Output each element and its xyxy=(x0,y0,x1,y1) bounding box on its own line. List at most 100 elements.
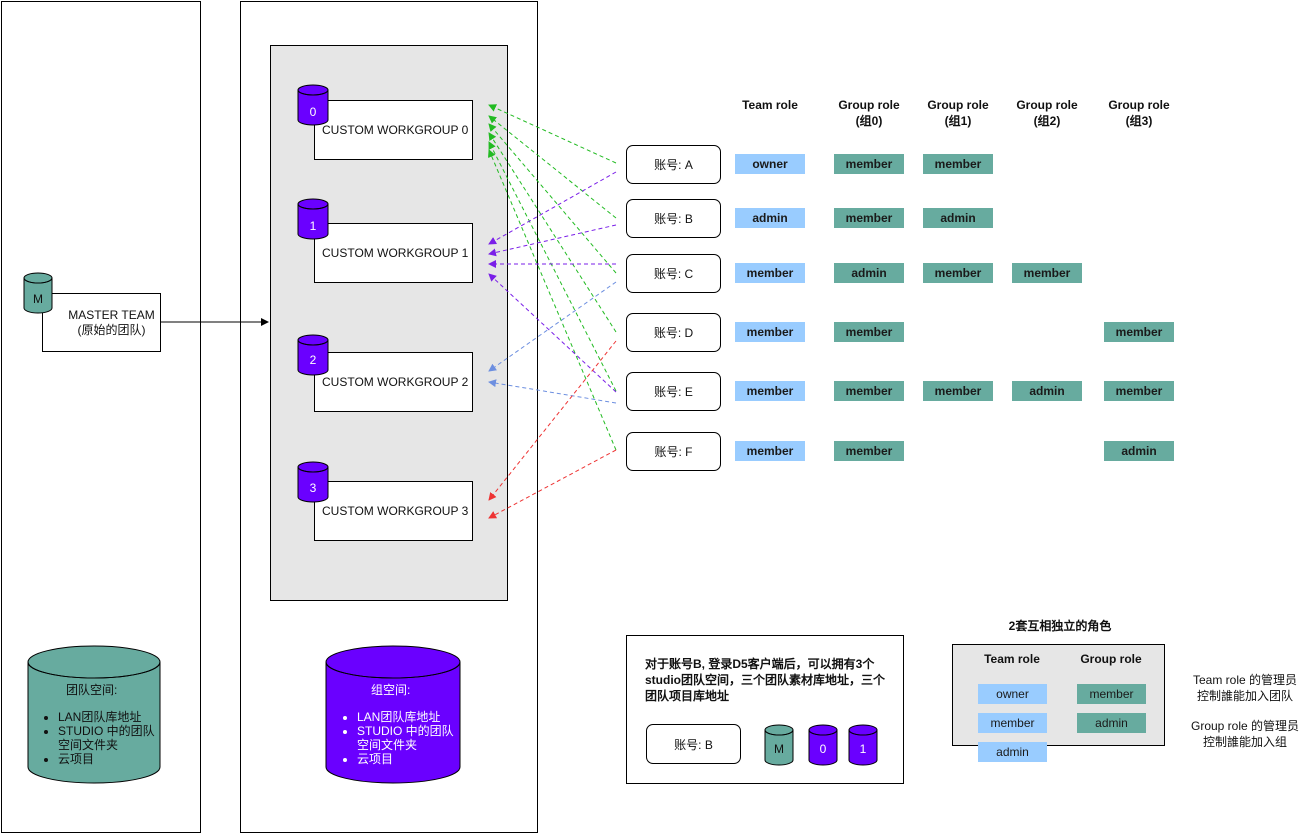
header-group-role-1: Group role (组1) xyxy=(918,97,998,129)
master-database-icon xyxy=(23,272,53,314)
account-d-box[interactable]: 账号: D xyxy=(626,313,721,352)
group-role-tag: member xyxy=(1104,322,1174,342)
header-line: (组1) xyxy=(944,114,972,128)
team-space-content: 团队空间: LAN团队库地址 STUDIO 中的团队空间文件夹 云项目 xyxy=(44,681,156,766)
team-space-cylinder xyxy=(27,645,161,784)
master-title: MASTER TEAM xyxy=(68,307,155,322)
example-group-0-icon xyxy=(808,724,838,766)
header-line: (组0) xyxy=(855,114,883,128)
group-space-cylinder xyxy=(325,645,461,784)
workgroup-0-number: 0 xyxy=(309,105,317,119)
team-space-item: LAN团队库地址 xyxy=(58,710,156,724)
group-role-tag: admin xyxy=(923,208,993,228)
header-line: Group role xyxy=(1016,98,1078,112)
workgroup-1-number: 1 xyxy=(309,219,317,233)
group-role-tag: admin xyxy=(834,263,904,283)
example-text: 对于账号B, 登录D5客户端后，可以拥有3个studio团队空间，三个团队素材库… xyxy=(645,657,885,703)
independent-team-header: Team role xyxy=(984,652,1040,666)
account-label: 账号: C xyxy=(653,267,694,281)
header-line: Team role xyxy=(742,98,798,112)
example-icon-label: 1 xyxy=(859,742,867,756)
team-space-item: STUDIO 中的团队空间文件夹 xyxy=(58,724,156,752)
workgroup-2-box[interactable]: CUSTOM WORKGROUP 2 xyxy=(314,352,473,412)
account-label: 账号: F xyxy=(654,445,693,459)
group-role-tag: member xyxy=(923,263,993,283)
workgroup-0-box[interactable]: CUSTOM WORKGROUP 0 xyxy=(314,100,473,160)
team-role-tag: owner xyxy=(735,154,805,174)
example-group-1-icon xyxy=(848,724,878,766)
group-role-tag: member xyxy=(923,381,993,401)
workgroup-label: CUSTOM WORKGROUP 2 xyxy=(322,374,469,389)
team-role-tag: owner xyxy=(978,684,1047,704)
team-role-tag: member xyxy=(735,441,805,461)
account-label: 账号: B xyxy=(674,737,713,752)
account-label: 账号: E xyxy=(654,385,693,399)
group-space-item: STUDIO 中的团队空间文件夹 xyxy=(357,724,455,752)
header-line: Group role xyxy=(838,98,900,112)
workgroup-1-database-icon xyxy=(297,198,329,240)
example-icon-label: 0 xyxy=(819,742,827,756)
team-role-note: Team role 的管理员控制誰能加入团队 xyxy=(1192,673,1298,703)
group-space-item: LAN团队库地址 xyxy=(357,710,455,724)
workgroup-2-database-icon xyxy=(297,334,329,376)
account-a-box[interactable]: 账号: A xyxy=(626,145,721,184)
team-role-tag: member xyxy=(735,263,805,283)
header-line: (组2) xyxy=(1033,114,1061,128)
account-e-box[interactable]: 账号: E xyxy=(626,372,721,411)
account-c-box[interactable]: 账号: C xyxy=(626,254,721,293)
account-label: 账号: A xyxy=(654,158,693,172)
master-subtitle: (原始的团队) xyxy=(77,322,146,337)
team-role-tag: member xyxy=(978,713,1047,733)
independent-group-header: Group role xyxy=(1080,652,1142,666)
account-b-box[interactable]: 账号: B xyxy=(626,199,721,238)
example-icon-label: M xyxy=(774,742,784,756)
group-role-tag: member xyxy=(1104,381,1174,401)
group-space-item: 云项目 xyxy=(357,752,455,766)
master-icon-label: M xyxy=(33,292,43,306)
header-team-role: Team role xyxy=(730,97,810,113)
account-label: 账号: D xyxy=(653,326,694,340)
group-role-tag: member xyxy=(1077,684,1146,704)
group-role-tag: member xyxy=(834,208,904,228)
workgroup-3-number: 3 xyxy=(309,481,317,495)
team-space-title: 团队空间: xyxy=(66,683,118,697)
team-role-tag: admin xyxy=(978,742,1047,762)
group-role-tag: member xyxy=(834,441,904,461)
team-role-tag: member xyxy=(735,381,805,401)
example-master-icon xyxy=(764,724,794,766)
group-space-content: 组空间: LAN团队库地址 STUDIO 中的团队空间文件夹 云项目 xyxy=(343,681,455,766)
group-role-tag: admin xyxy=(1012,381,1082,401)
independent-roles-title: 2套互相独立的角色 xyxy=(1008,619,1112,633)
workgroup-0-database-icon xyxy=(297,84,329,126)
group-role-tag: member xyxy=(923,154,993,174)
example-account-box[interactable]: 账号: B xyxy=(646,724,741,764)
account-f-box[interactable]: 账号: F xyxy=(626,432,721,471)
group-role-tag: member xyxy=(1012,263,1082,283)
header-group-role-0: Group role (组0) xyxy=(829,97,909,129)
group-role-note: Group role 的管理员控制誰能加入组 xyxy=(1190,719,1300,749)
header-line: Group role xyxy=(1108,98,1170,112)
team-role-tag: admin xyxy=(735,208,805,228)
group-role-tag: member xyxy=(834,381,904,401)
header-group-role-2: Group role (组2) xyxy=(1007,97,1087,129)
master-team-box[interactable]: MASTER TEAM (原始的团队) xyxy=(42,293,161,352)
team-role-tag: member xyxy=(735,322,805,342)
workgroup-label: CUSTOM WORKGROUP 0 xyxy=(322,122,469,137)
team-space-item: 云项目 xyxy=(58,752,156,766)
group-role-tag: member xyxy=(834,154,904,174)
header-group-role-3: Group role (组3) xyxy=(1099,97,1179,129)
workgroup-3-database-icon xyxy=(297,461,329,503)
group-role-tag: admin xyxy=(1104,441,1174,461)
header-line: (组3) xyxy=(1125,114,1153,128)
workgroup-2-number: 2 xyxy=(309,353,317,367)
workgroup-label: CUSTOM WORKGROUP 1 xyxy=(322,245,469,260)
workgroup-3-box[interactable]: CUSTOM WORKGROUP 3 xyxy=(314,481,473,541)
group-space-title: 组空间: xyxy=(371,683,411,697)
workgroup-label: CUSTOM WORKGROUP 3 xyxy=(322,503,469,518)
header-line: Group role xyxy=(927,98,989,112)
workgroup-1-box[interactable]: CUSTOM WORKGROUP 1 xyxy=(314,223,473,283)
group-role-tag: member xyxy=(834,322,904,342)
group-role-tag: admin xyxy=(1077,713,1146,733)
account-label: 账号: B xyxy=(654,212,693,226)
